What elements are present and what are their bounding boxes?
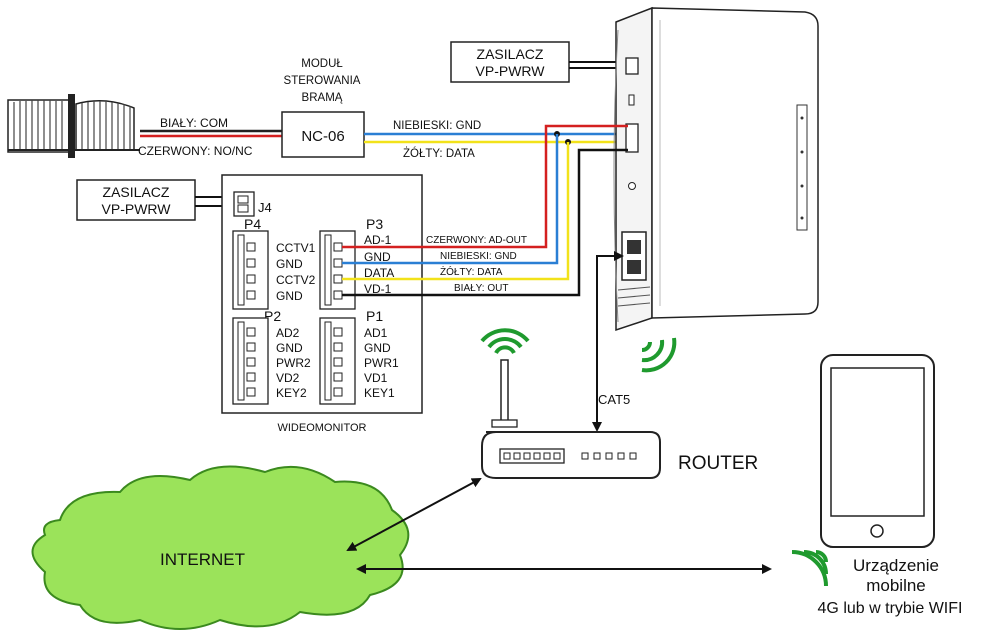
wire-label-white-com: BIAŁY: COM — [160, 116, 228, 130]
p1-pin-2: GND — [364, 341, 391, 355]
connector-p3 — [319, 230, 356, 310]
cat5-label: CAT5 — [598, 392, 630, 407]
gate-control-module-model: NC-06 — [301, 128, 344, 145]
mobile-wifi-icon — [791, 550, 828, 587]
p3-pin-1: AD-1 — [364, 233, 392, 247]
module-heading-line3: BRAMĄ — [302, 92, 343, 104]
p2-pin-1: AD2 — [276, 326, 300, 340]
connector-j4-label: J4 — [258, 200, 272, 215]
panel-signal-connector — [625, 123, 639, 153]
psu-top-line1: ZASILACZ — [477, 46, 544, 62]
p1-pin-4: VD1 — [364, 371, 388, 385]
mobile-label-line3: 4G lub w trybie WIFI — [818, 600, 963, 617]
p2-pin-5: KEY2 — [276, 386, 307, 400]
p3-pin-2: GND — [364, 250, 391, 264]
p3-wire-label-blue: NIEBIESKI: GND — [440, 251, 517, 262]
p2-pin-2: GND — [276, 341, 303, 355]
p4-pin-4: GND — [276, 289, 303, 303]
connector-p4-title: P4 — [244, 216, 261, 232]
p3-pin-4: VD-1 — [364, 282, 392, 296]
psu-top-box — [450, 41, 570, 83]
psu-top-line2: VP-PWRW — [476, 63, 546, 79]
gate-illustration — [7, 94, 140, 158]
mobile-device — [820, 354, 935, 548]
wire-label-blue-gnd: NIEBIESKI: GND — [393, 120, 481, 132]
p4-pin-3: CCTV2 — [276, 273, 316, 287]
wideomonitor-caption: WIDEOMONITOR — [277, 422, 366, 434]
p3-wire-label-red: CZERWONY: AD-OUT — [426, 235, 527, 246]
module-wires — [364, 131, 628, 145]
module-heading-line2: STEROWANIA — [284, 75, 361, 87]
psu-left-line1: ZASILACZ — [103, 184, 170, 200]
p1-pin-1: AD1 — [364, 326, 388, 340]
wire-black-out — [342, 148, 628, 297]
cat5-cable — [592, 251, 624, 432]
p3-wires — [342, 124, 628, 297]
router — [481, 359, 661, 479]
connector-p1-title: P1 — [366, 308, 383, 324]
p4-pin-1: CCTV1 — [276, 241, 316, 255]
module-heading-line1: MODUŁ — [301, 58, 343, 70]
internet-cloud — [31, 465, 410, 630]
p1-pin-5: KEY1 — [364, 386, 395, 400]
psu-left-line2: VP-PWRW — [102, 201, 172, 217]
outdoor-panel — [613, 6, 819, 332]
router-label: ROUTER — [678, 453, 758, 474]
mobile-label-line2: mobilne — [866, 576, 926, 595]
internet-label: INTERNET — [160, 550, 245, 569]
p2-pin-4: VD2 — [276, 371, 300, 385]
p3-wire-label-yellow: ŻÓŁTY: DATA — [440, 265, 503, 278]
wire-red-ad-out — [342, 124, 628, 249]
wire-yellow-data — [342, 142, 570, 281]
wire-label-yellow-data: ŻÓŁTY: DATA — [403, 147, 475, 160]
connector-p2 — [232, 317, 269, 405]
router-wifi-icon — [480, 328, 530, 355]
p3-wire-label-black: BIAŁY: OUT — [454, 283, 508, 294]
panel-wifi-icon — [641, 337, 677, 373]
p3-pin-3: DATA — [364, 266, 394, 280]
psu-left-box — [76, 179, 196, 221]
wire-blue-gnd — [342, 134, 559, 265]
p2-pin-3: PWR2 — [276, 356, 311, 370]
connector-p3-title: P3 — [366, 216, 383, 232]
p4-pin-2: GND — [276, 257, 303, 271]
panel-power-connector — [625, 57, 639, 75]
wire-label-red-no-nc: CZERWONY: NO/NC — [138, 144, 253, 158]
gate-wires — [140, 129, 282, 138]
connector-p1 — [319, 317, 356, 405]
mobile-label-line1: Urządzenie — [853, 556, 939, 575]
connector-p4 — [232, 230, 269, 310]
internet-router-link — [346, 478, 482, 551]
p1-pin-3: PWR1 — [364, 356, 399, 370]
connector-j4 — [233, 191, 255, 217]
